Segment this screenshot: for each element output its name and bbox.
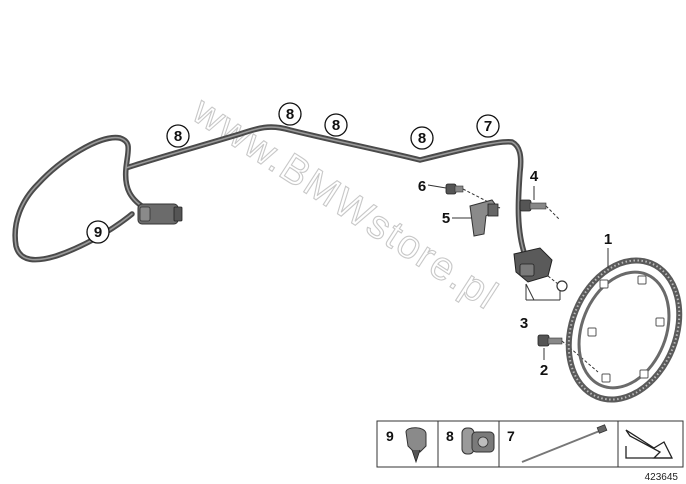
sensor-ring — [565, 257, 683, 403]
callout-3: 3 — [520, 315, 528, 332]
callout-5: 5 — [442, 210, 450, 227]
callout-7: 7 — [476, 114, 500, 138]
callout-6: 6 — [418, 178, 426, 195]
bracket-5 — [469, 199, 499, 237]
callout-8b: 8 — [278, 102, 302, 126]
callout-8c: 8 — [324, 113, 348, 137]
callout-1: 1 — [604, 231, 612, 248]
bolt-6 — [445, 183, 501, 209]
sensor-cable — [12, 124, 529, 263]
callout-2: 2 — [540, 362, 548, 379]
bolt-4 — [519, 199, 561, 221]
callout-8a: 8 — [166, 124, 190, 148]
svg-text:9: 9 — [94, 224, 102, 241]
legend-cell-9: 9 — [386, 427, 427, 464]
svg-text:8: 8 — [174, 128, 182, 145]
legend-cell-8: 8 — [446, 427, 495, 455]
diagram-id: 423645 — [645, 472, 679, 483]
legend-table: 9 8 7 — [376, 420, 684, 468]
leader-lines — [427, 184, 609, 360]
svg-text:8: 8 — [286, 106, 294, 123]
svg-text:7: 7 — [484, 118, 492, 135]
callout-8d: 8 — [410, 126, 434, 150]
callout-9: 9 — [86, 220, 110, 244]
abs-sensor — [513, 247, 568, 292]
cable-connector — [137, 203, 183, 225]
legend-arrow-icon — [625, 429, 674, 459]
svg-text:8: 8 — [446, 428, 454, 444]
svg-text:7: 7 — [507, 428, 515, 444]
callout-4: 4 — [530, 168, 539, 185]
svg-text:8: 8 — [418, 130, 426, 147]
legend-cell-7: 7 — [507, 424, 608, 463]
svg-text:9: 9 — [386, 428, 394, 444]
svg-text:8: 8 — [332, 117, 340, 134]
